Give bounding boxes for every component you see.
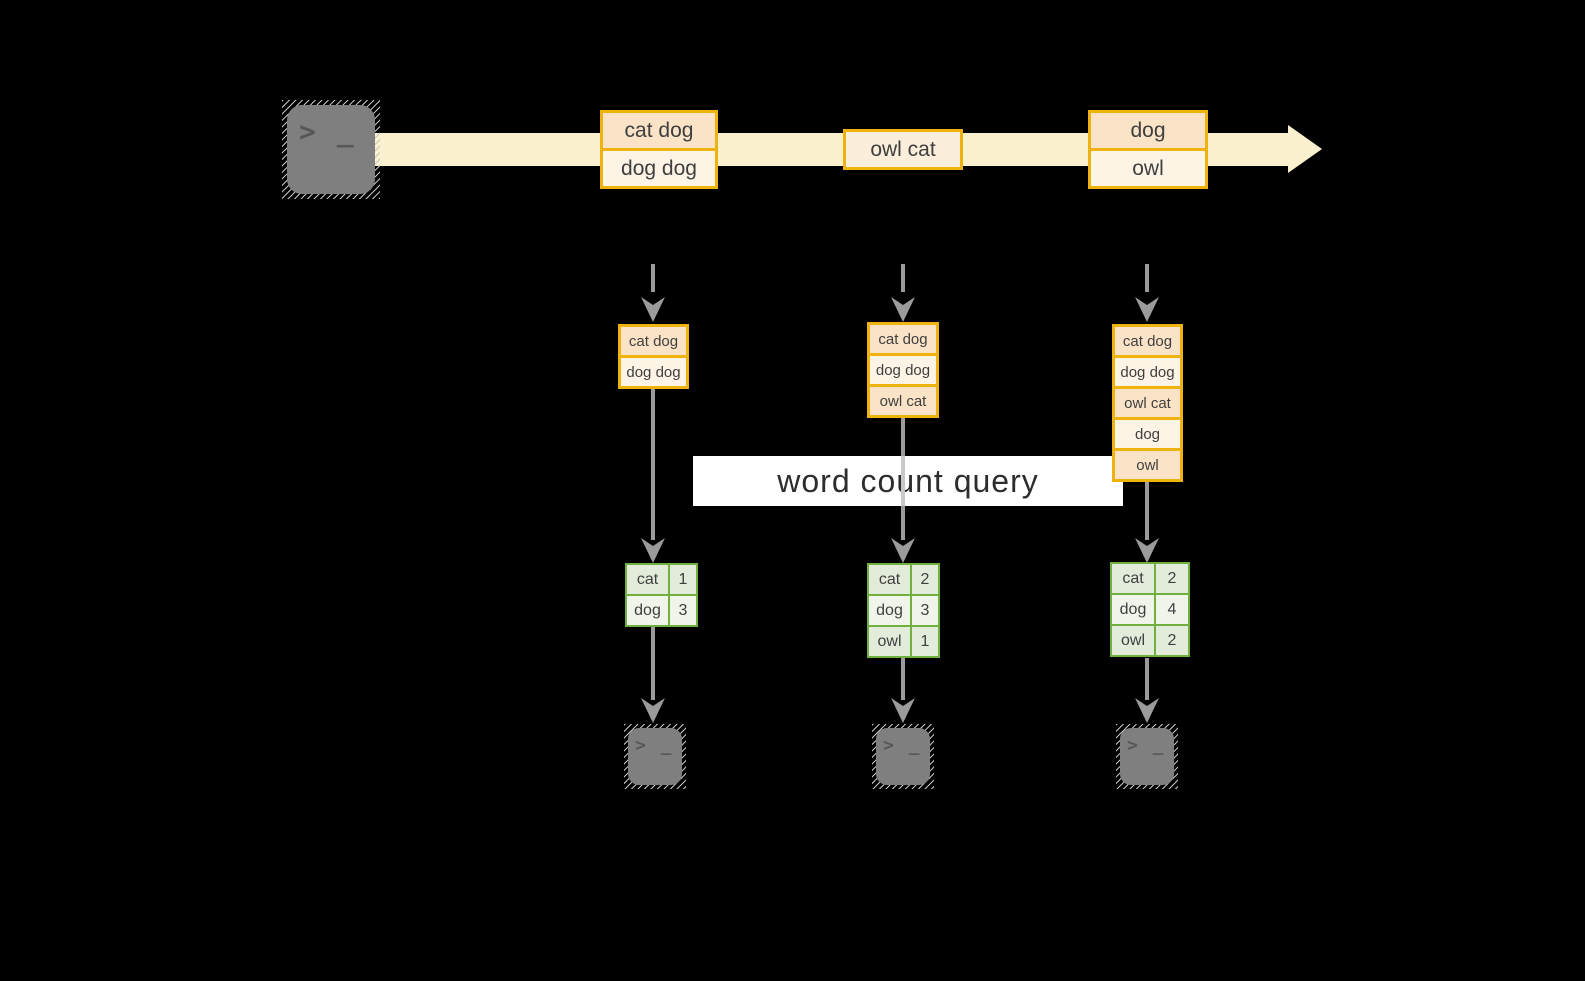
terminal-prompt-icon: > _ (635, 735, 674, 756)
ingest-dashed-line (1145, 264, 1149, 292)
state-row: owl cat (1115, 386, 1180, 417)
ingest-arrowhead-icon (1135, 297, 1159, 322)
result-table-1: cat 1 dog 3 (625, 563, 698, 627)
result-row: owl 2 (1112, 624, 1188, 655)
result-count-cell: 4 (1156, 595, 1188, 624)
state-row: dog dog (870, 353, 936, 384)
terminal-body (287, 105, 375, 194)
result-word-cell: dog (869, 596, 912, 625)
stream-event-row: dog dog (603, 148, 715, 186)
result-count-cell: 3 (670, 596, 696, 625)
ingest-dashed-line (901, 264, 905, 292)
state-to-result-line-overlay (901, 456, 905, 506)
state-to-result-line (651, 388, 655, 540)
result-table-2: cat 2 dog 3 owl 1 (867, 563, 940, 658)
result-count-cell: 2 (912, 565, 938, 594)
result-to-sink-line (651, 627, 655, 700)
result-word-cell: cat (627, 565, 670, 594)
stream-arrowhead-icon (1288, 125, 1322, 173)
connector-arrowhead-icon (641, 538, 665, 563)
result-row: dog 3 (627, 594, 696, 625)
source-terminal-icon: > _ (282, 100, 380, 199)
ingest-arrowhead-icon (641, 297, 665, 322)
result-table-3: cat 2 dog 4 owl 2 (1110, 562, 1190, 657)
state-row: cat dog (1115, 327, 1180, 355)
terminal-prompt-icon: > _ (883, 735, 922, 756)
result-row: cat 2 (1112, 564, 1188, 593)
stream-event-box-2: owl cat (843, 129, 963, 170)
output-arrowhead-icon (1135, 698, 1159, 723)
result-row: dog 4 (1112, 593, 1188, 624)
result-count-cell: 3 (912, 596, 938, 625)
sink-terminal-icon-2: > _ (872, 724, 934, 789)
state-to-result-line (1145, 482, 1149, 540)
result-word-cell: owl (1112, 626, 1156, 655)
result-to-sink-line (901, 658, 905, 700)
state-row: cat dog (621, 327, 686, 355)
result-to-sink-line (1145, 658, 1149, 700)
result-row: owl 1 (869, 625, 938, 656)
sink-terminal-icon-3: > _ (1116, 724, 1178, 789)
stream-event-row: owl cat (846, 132, 960, 167)
ingest-arrowhead-icon (891, 297, 915, 322)
stream-event-row: dog (1091, 113, 1205, 148)
result-word-cell: cat (1112, 564, 1156, 593)
state-row: dog dog (1115, 355, 1180, 386)
state-row: owl (1115, 448, 1180, 479)
output-arrowhead-icon (891, 698, 915, 723)
result-row: cat 1 (627, 565, 696, 594)
state-row: dog (1115, 417, 1180, 448)
terminal-body (628, 728, 682, 785)
state-row: dog dog (621, 355, 686, 386)
state-row: owl cat (870, 384, 936, 415)
result-word-cell: owl (869, 627, 912, 656)
query-label-box: word count query (693, 456, 1123, 506)
terminal-body (876, 728, 930, 785)
output-arrowhead-icon (641, 698, 665, 723)
result-row: cat 2 (869, 565, 938, 594)
result-count-cell: 2 (1156, 626, 1188, 655)
result-count-cell: 1 (670, 565, 696, 594)
query-label: word count query (777, 462, 1039, 499)
state-box-2: cat dog dog dog owl cat (867, 322, 939, 418)
result-count-cell: 1 (912, 627, 938, 656)
connector-arrowhead-icon (891, 538, 915, 563)
state-box-3: cat dog dog dog owl cat dog owl (1112, 324, 1183, 482)
connector-arrowhead-icon (1135, 538, 1159, 563)
stream-event-box-1: cat dog dog dog (600, 110, 718, 189)
ingest-dashed-line (651, 264, 655, 292)
result-word-cell: dog (1112, 595, 1156, 624)
result-row: dog 3 (869, 594, 938, 625)
result-word-cell: dog (627, 596, 670, 625)
state-box-1: cat dog dog dog (618, 324, 689, 389)
terminal-body (1120, 728, 1174, 785)
state-row: cat dog (870, 325, 936, 353)
result-word-cell: cat (869, 565, 912, 594)
terminal-prompt-icon: > _ (299, 115, 356, 148)
stream-event-row: cat dog (603, 113, 715, 148)
stream-event-row: owl (1091, 148, 1205, 186)
sink-terminal-icon-1: > _ (624, 724, 686, 789)
stream-event-box-3: dog owl (1088, 110, 1208, 189)
result-count-cell: 2 (1156, 564, 1188, 593)
terminal-prompt-icon: > _ (1127, 735, 1166, 756)
